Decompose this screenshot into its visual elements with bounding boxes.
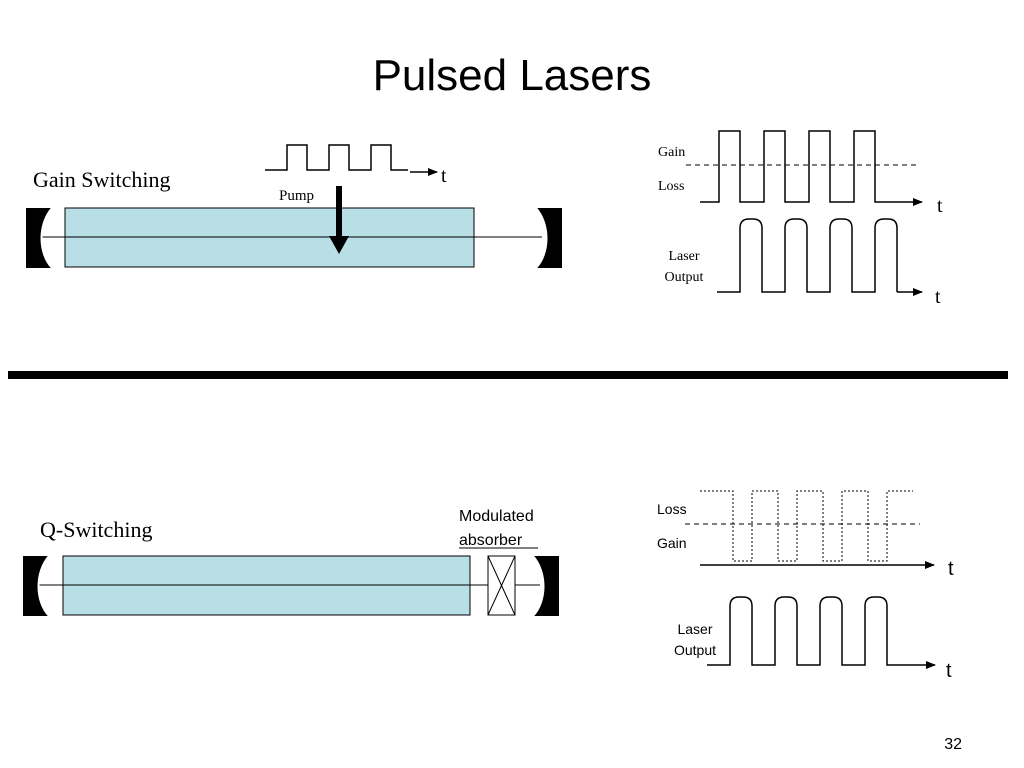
page-number: 32 <box>944 736 962 753</box>
right-mirror <box>535 207 562 269</box>
laser-output-waveform <box>717 218 898 293</box>
q-laser-output-waveform <box>707 596 907 666</box>
gain-switching-label: Gain Switching <box>33 167 171 192</box>
pump-arrow-head <box>329 236 349 254</box>
loss-label: Loss <box>658 179 684 194</box>
absorber-label-line1: Modulated <box>459 508 534 525</box>
gain-switching-section: Gain Switching t Pump Gain Loss t Laser <box>26 130 943 308</box>
q-gain-label: Gain <box>657 535 687 551</box>
q-loss-time-label: t <box>948 558 954 580</box>
q-loss-waveform <box>700 490 913 562</box>
output-time-label: t <box>935 286 941 308</box>
slide-title: Pulsed Lasers <box>373 51 652 100</box>
pump-waveform <box>265 144 408 171</box>
pump-time-label: t <box>441 165 447 187</box>
laser-output-label-line1: Laser <box>668 249 699 264</box>
q-switching-section: Q-Switching Modulated absorber Loss Gain <box>23 490 954 682</box>
laser-output-label-line2: Output <box>665 270 704 285</box>
q-output-time-label: t <box>946 660 952 682</box>
section-divider <box>8 371 1008 379</box>
left-mirror <box>26 207 53 269</box>
q-laser-output-label-line2: Output <box>674 642 716 658</box>
absorber-label-line2: absorber <box>459 532 523 549</box>
q-right-mirror <box>532 555 559 617</box>
gain-time-label: t <box>937 195 943 217</box>
gain-label: Gain <box>658 145 685 160</box>
gain-waveform <box>700 130 895 203</box>
q-left-mirror <box>23 555 50 617</box>
q-switching-label: Q-Switching <box>40 517 152 542</box>
q-loss-label: Loss <box>657 501 687 517</box>
pump-label: Pump <box>279 188 314 204</box>
modulated-absorber <box>487 555 516 616</box>
q-laser-output-label-line1: Laser <box>677 621 712 637</box>
